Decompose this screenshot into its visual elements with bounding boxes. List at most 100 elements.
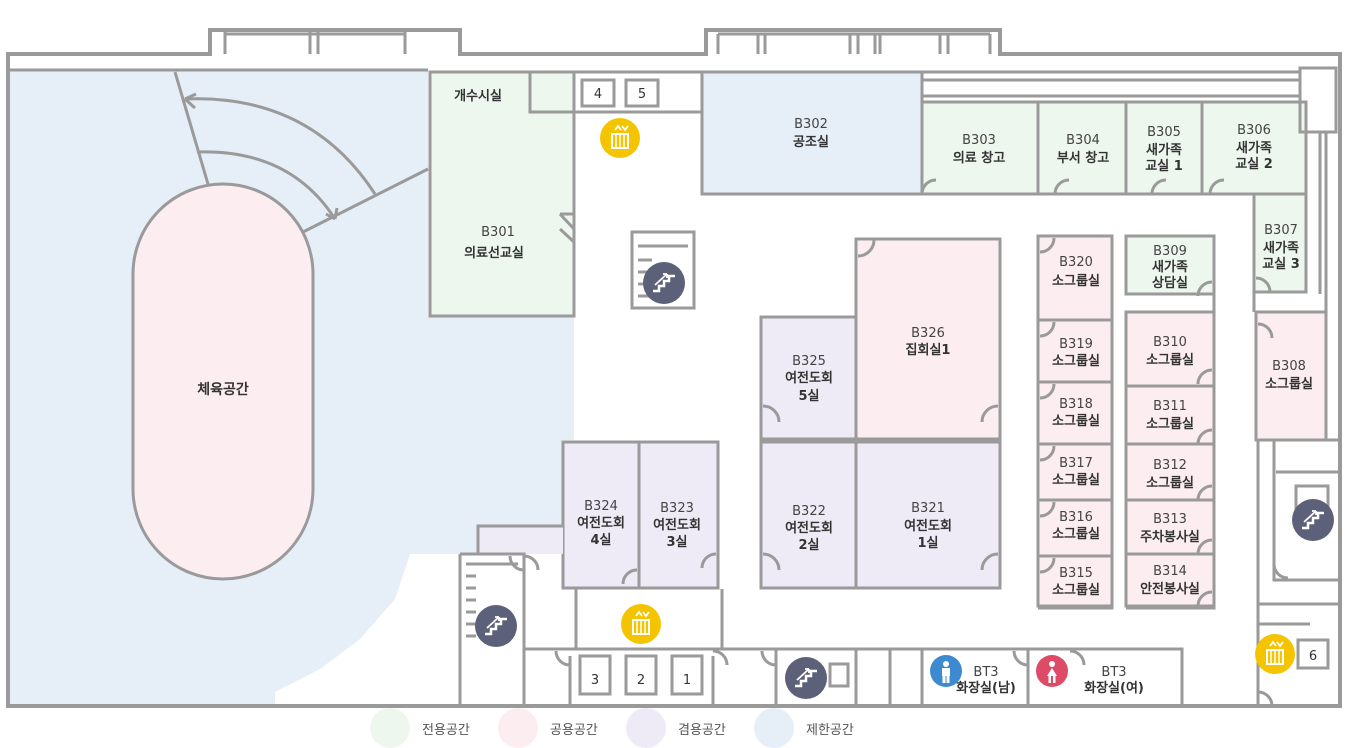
elevator-3[interactable] [578,654,612,696]
elevator-number: 4 [594,87,602,102]
door [1039,557,1056,574]
door [1196,538,1213,555]
stairs-icon[interactable] [785,657,827,699]
room-b325[interactable] [759,315,858,441]
room-b321[interactable] [854,440,1002,590]
stairs-icon[interactable] [475,605,517,647]
legend-label: 전용공간 [422,722,470,738]
elevator-5[interactable] [624,78,660,108]
room-code: B302 [794,117,828,132]
legend-swatch [626,708,666,748]
door [1257,322,1274,339]
room-name: 의료 창고 [953,150,1005,166]
legend-label: 겸용공간 [678,722,726,738]
door [558,212,576,244]
wall [524,647,1184,706]
room-name: 새가족 [1152,259,1188,275]
elevator-6[interactable] [1296,638,1330,670]
door [1039,445,1056,462]
room-name: 4실 [590,532,611,548]
room-b301[interactable] [428,70,576,318]
room-name: 상담실 [1152,275,1188,291]
room-name: 의료선교실 [464,245,524,261]
wall [702,192,1256,610]
door [712,649,729,666]
room-code: B311 [1153,399,1187,414]
room-code: B320 [1059,255,1093,270]
sports-label: 체육공간 [197,381,249,398]
stair-steps [466,562,518,638]
room-b315[interactable] [1036,554,1114,608]
elevator-2[interactable] [624,654,658,696]
room-code: B316 [1059,510,1093,525]
door [980,552,999,571]
room-name: 여전도회 [785,370,833,386]
room-name: 여전도회 [785,520,833,536]
elevator-1[interactable] [670,654,704,696]
room-b302[interactable] [700,70,924,196]
room-name: 새가족 [1236,140,1272,156]
room-name: 소그룹실 [1052,353,1100,369]
stair-landing [828,662,850,688]
door [1255,276,1272,293]
room-b304[interactable] [1036,100,1128,196]
room-code: B304 [1066,133,1100,148]
room-b326[interactable] [854,237,1002,441]
door [1012,650,1029,667]
stairs-icon[interactable] [1292,499,1334,541]
elevator-number: 2 [637,673,645,688]
room-b324[interactable] [561,440,641,590]
room-code: B306 [1237,123,1271,138]
door [1196,428,1213,445]
men-restroom-icon[interactable] [930,655,962,687]
room-code: B324 [584,499,618,514]
door [1196,368,1213,385]
room-code: B321 [911,501,945,516]
door [508,555,525,572]
legend-label: 공용공간 [550,722,598,738]
room-code: B314 [1153,564,1187,579]
wall [528,70,702,114]
room-b308[interactable] [1254,310,1328,442]
room-name: 화장실(남) [956,680,1016,696]
room-b323[interactable] [637,440,720,590]
room-code: B313 [1153,512,1187,527]
elevator-icon[interactable] [1255,634,1295,674]
elevator-4[interactable] [580,78,616,108]
room-name: 소그룹실 [1052,526,1100,542]
room-name: 소그룹실 [1052,413,1100,429]
room-code: B315 [1059,566,1093,581]
room-b311[interactable] [1124,384,1216,446]
room-code: B309 [1153,244,1187,259]
room-code: B317 [1059,456,1093,471]
room-b307[interactable] [1252,192,1308,294]
room-code: B312 [1153,458,1187,473]
room-code: B308 [1272,359,1306,374]
door [1208,178,1225,195]
elevator-number: 1 [683,673,691,688]
room-code: B326 [911,326,945,341]
sports-track[interactable] [131,182,315,581]
elevator-icon[interactable] [600,118,640,158]
room-name: 교실 1 [1145,158,1183,174]
wall [922,70,1300,98]
legend-item-common: 공용공간 [498,708,598,748]
room-b309[interactable] [1124,234,1216,296]
women-restroom-icon[interactable] [1036,655,1068,687]
door [554,650,571,667]
door [1196,484,1213,501]
seating-line [184,97,377,195]
room-b318[interactable] [1036,380,1114,446]
stairs-icon[interactable] [643,262,685,304]
room-b317[interactable] [1036,442,1114,502]
room-name: 여전도회 [653,517,701,533]
room-b313[interactable] [1124,498,1216,556]
stair-steps [638,244,688,298]
elevator-icon[interactable] [621,604,661,644]
room-b303[interactable] [920,100,1040,196]
door [760,650,777,667]
room-name: 소그룹실 [1052,472,1100,488]
door [700,552,717,569]
room-b312[interactable] [1124,442,1216,502]
room-b320[interactable] [1036,234,1114,322]
